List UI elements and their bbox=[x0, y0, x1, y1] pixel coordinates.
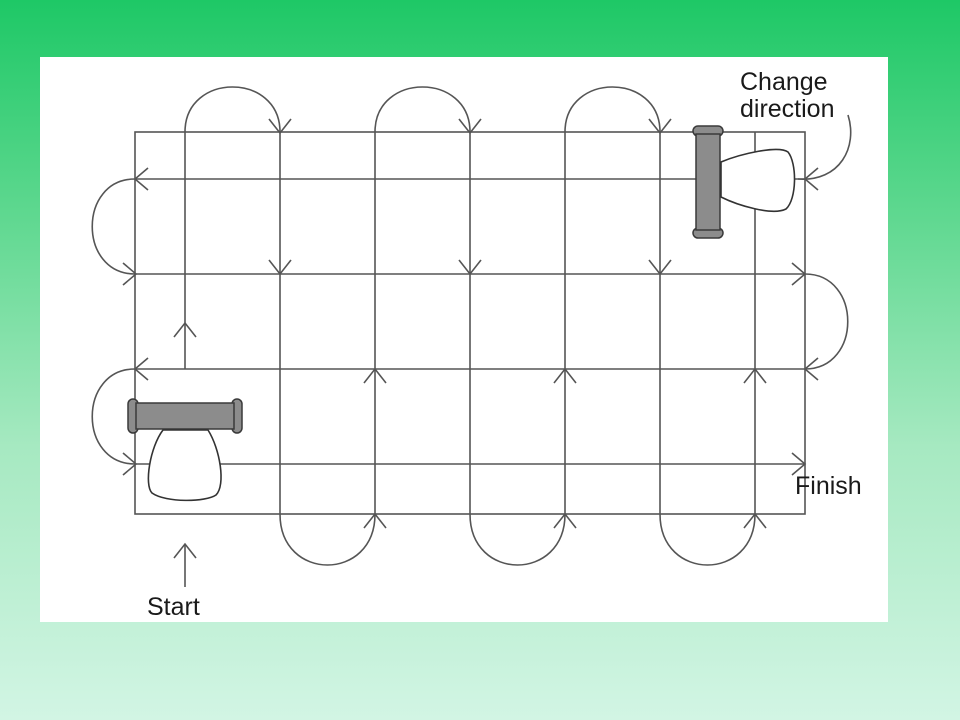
change-direction-label-line2: direction bbox=[740, 95, 835, 123]
start-label: Start bbox=[147, 593, 200, 621]
arrow-down-icon bbox=[648, 259, 672, 276]
arrow-up-icon bbox=[363, 367, 387, 384]
arrow-right-icon bbox=[122, 262, 138, 286]
top-turn-loop-1 bbox=[184, 86, 281, 133]
top-turn-loop-2 bbox=[374, 86, 471, 133]
left-turn-loop-lower bbox=[91, 368, 136, 465]
mower-start-icon bbox=[127, 398, 243, 502]
top-turn-loop-3 bbox=[564, 86, 661, 133]
arrow-down-icon bbox=[268, 118, 292, 135]
bottom-turn-loop-1 bbox=[279, 513, 376, 566]
arrow-left-icon bbox=[803, 167, 819, 191]
mowing-pattern-diagram bbox=[91, 86, 852, 587]
arrow-up-icon bbox=[553, 512, 577, 529]
arrow-left-icon bbox=[133, 167, 149, 191]
bottom-turn-loop-3 bbox=[659, 513, 756, 566]
arrow-up-icon bbox=[743, 367, 767, 384]
arrow-up-icon bbox=[743, 512, 767, 529]
right-turn-loop-middle bbox=[804, 273, 849, 370]
bottom-turn-loop-2 bbox=[469, 513, 566, 566]
arrow-down-icon bbox=[458, 118, 482, 135]
arrow-left-icon bbox=[803, 357, 819, 381]
arrow-down-icon bbox=[648, 118, 672, 135]
arrow-down-icon bbox=[458, 259, 482, 276]
finish-label: Finish bbox=[795, 472, 862, 500]
arrow-right-icon bbox=[791, 452, 807, 476]
arrow-right-icon bbox=[122, 452, 138, 476]
change-direction-label-line1: Change bbox=[740, 68, 828, 96]
arrow-left-icon bbox=[133, 357, 149, 381]
left-turn-loop-upper bbox=[91, 178, 136, 275]
mower-change-direction-icon bbox=[692, 125, 796, 239]
arrow-up-icon bbox=[553, 367, 577, 384]
start-arrow-icon bbox=[173, 542, 197, 587]
arrow-right-icon bbox=[791, 262, 807, 286]
arrow-up-icon bbox=[173, 321, 197, 338]
change-direction-label: Change direction bbox=[740, 69, 835, 123]
change-direction-curve bbox=[797, 114, 852, 180]
arrow-up-icon bbox=[363, 512, 387, 529]
diagram-panel: Start Finish Change direction bbox=[40, 57, 888, 622]
arrow-down-icon bbox=[268, 259, 292, 276]
